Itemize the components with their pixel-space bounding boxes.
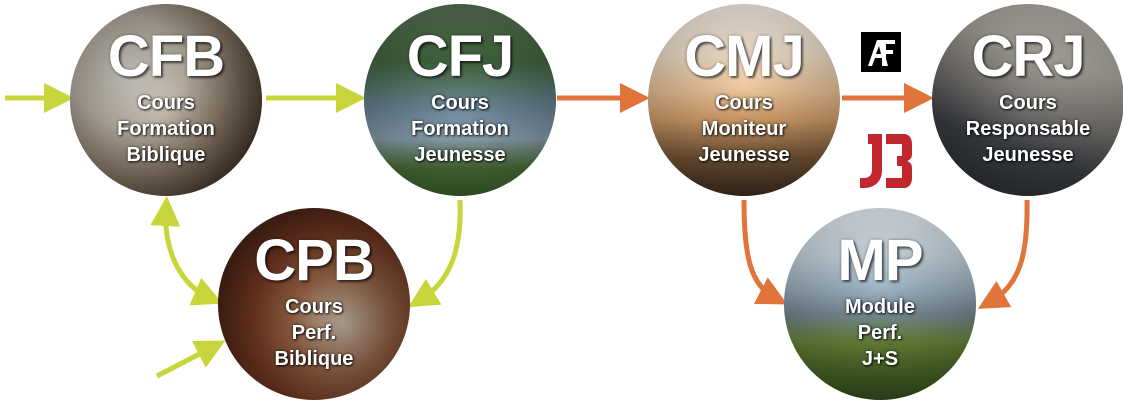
- node-full-name: Cours Formation Biblique: [117, 92, 215, 166]
- cfj-background-image: [364, 4, 556, 196]
- node-cmj: CMJ Cours Moniteur Jeunesse: [648, 4, 840, 196]
- node-abbreviation: MP: [837, 228, 924, 293]
- node-full-name: Cours Formation Jeunesse: [411, 92, 509, 166]
- node-abbreviation: CMJ: [684, 24, 804, 89]
- node-full-name: Module Perf. J+S: [845, 296, 915, 370]
- node-crj: CRJ Cours Responsable Jeunesse: [932, 4, 1123, 196]
- cpb-background-image: [218, 208, 410, 400]
- node-full-name: Cours Responsable Jeunesse: [965, 92, 1091, 166]
- node-full-name: Cours Perf. Biblique: [274, 296, 354, 370]
- node-mp: MP Module Perf. J+S: [784, 208, 976, 400]
- node-cfj: CFJ Cours Formation Jeunesse: [364, 4, 556, 196]
- arrow-cfb-cpb-bidirectional: [150, 196, 223, 306]
- node-abbreviation: CRJ: [971, 24, 1085, 89]
- arrow-cmj-to-mp: [741, 199, 788, 305]
- node-full-name: Cours Moniteur Jeunesse: [698, 92, 790, 166]
- cmj-background-image: [648, 4, 840, 196]
- cfb-background-image: [70, 4, 262, 196]
- arrow-cfj-to-cpb: [407, 199, 463, 308]
- node-cpb: CPB Cours Perf. Biblique: [218, 208, 410, 400]
- arrow-entry-to-cpb: [155, 340, 226, 379]
- node-abbreviation: CPB: [254, 228, 374, 293]
- arrow-crj-to-mp: [977, 199, 1030, 309]
- crj-background-image: [932, 4, 1123, 196]
- node-abbreviation: CFB: [107, 24, 225, 89]
- mp-background-image: [784, 208, 976, 400]
- node-abbreviation: CFJ: [406, 24, 515, 89]
- node-cfb: CFB Cours Formation Biblique: [70, 4, 262, 196]
- js-logo-icon: [860, 134, 912, 188]
- af-logo-icon: [861, 32, 901, 72]
